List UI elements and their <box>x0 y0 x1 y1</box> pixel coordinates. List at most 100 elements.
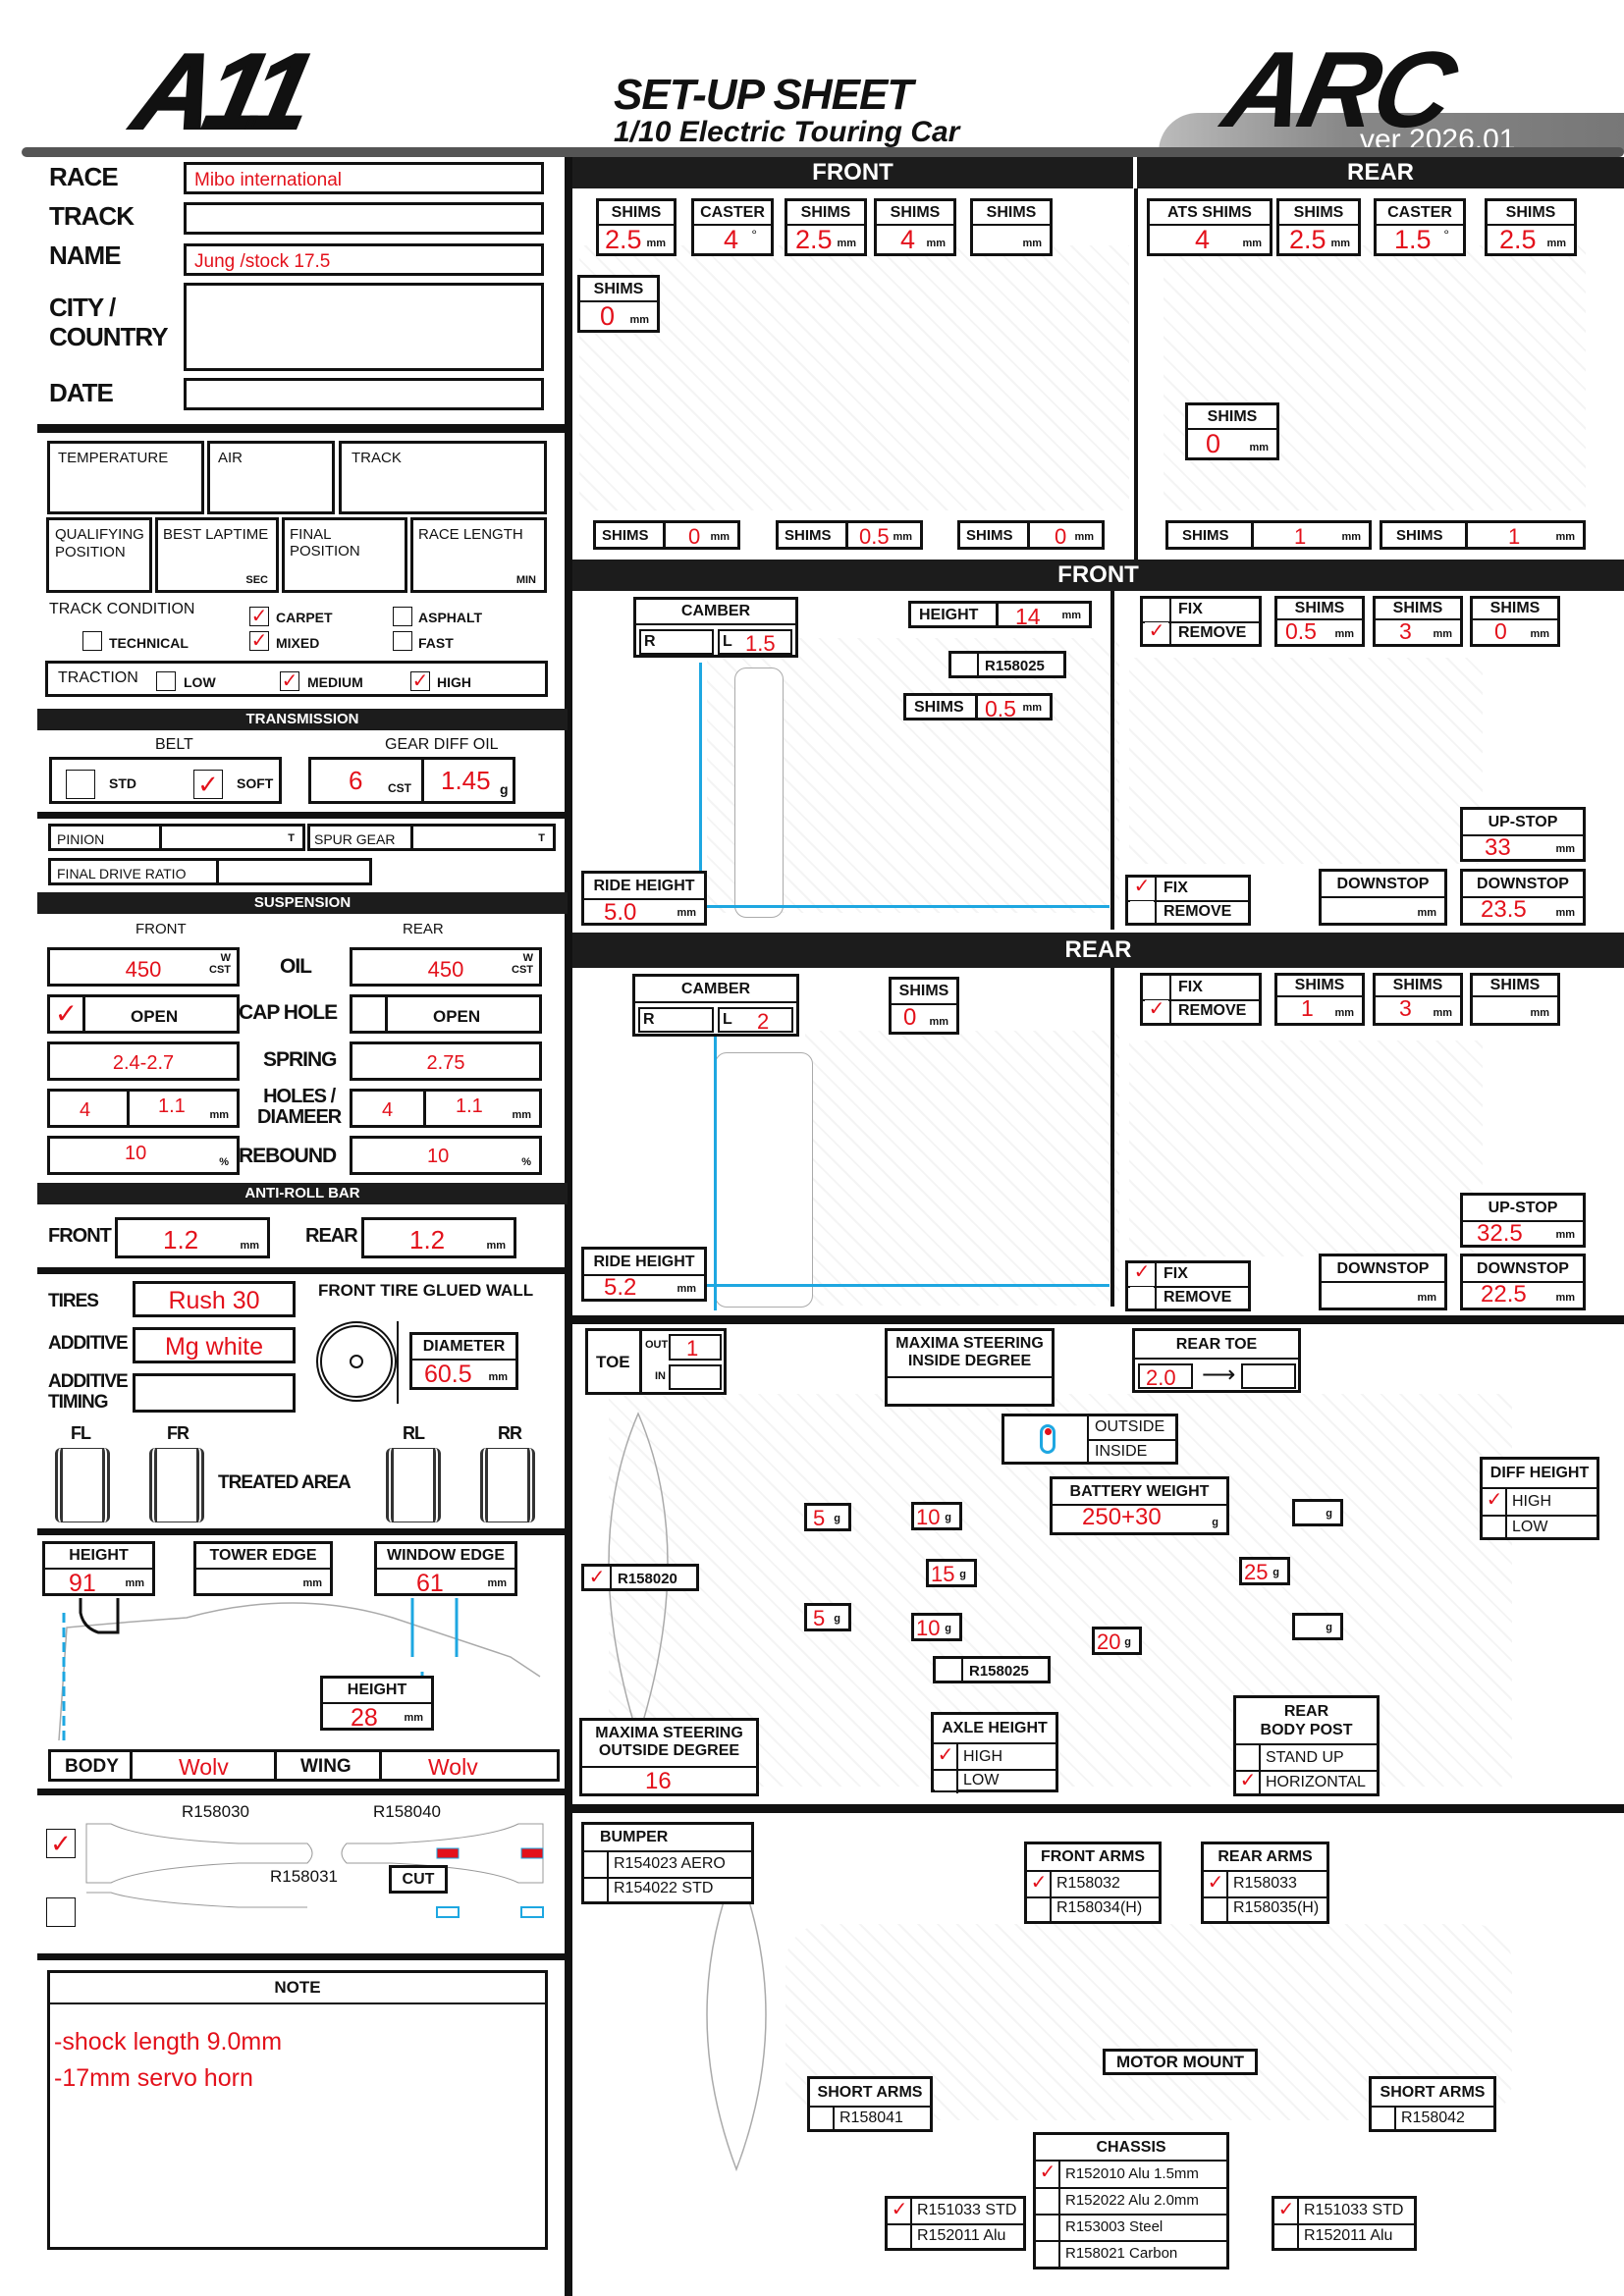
belt-std-checkbox[interactable] <box>66 770 95 799</box>
horizontal-checkbox[interactable]: ✓ <box>1237 1771 1259 1791</box>
temperature-field[interactable]: TEMPERATURE <box>47 441 204 514</box>
rear-bottom-remove-checkbox[interactable] <box>1130 1287 1154 1307</box>
final-position-field[interactable]: FINAL POSITION <box>282 517 407 593</box>
tire-rr-treated-area[interactable] <box>480 1448 535 1522</box>
short-arms-rear-checkbox[interactable] <box>1373 2109 1394 2128</box>
rear-hub-opt2-checkbox[interactable] <box>1275 2226 1297 2246</box>
toe-in-field[interactable] <box>669 1364 722 1390</box>
traction-low-checkbox[interactable] <box>156 671 176 691</box>
additive-timing-field[interactable] <box>133 1373 296 1413</box>
outside-option[interactable]: OUTSIDE <box>1095 1418 1165 1435</box>
traction-medium-checkbox[interactable]: ✓ <box>280 670 299 692</box>
chassis-opt4-checkbox[interactable] <box>1037 2243 1058 2263</box>
final-drive-field[interactable]: FINAL DRIVE RATIO <box>48 858 372 885</box>
front-top-fix-checkbox[interactable] <box>1145 599 1168 618</box>
traction-high-checkbox[interactable]: ✓ <box>410 670 430 692</box>
carpet-checkbox[interactable]: ✓ <box>249 606 269 627</box>
chassis-opt3-checkbox[interactable] <box>1037 2216 1058 2236</box>
rear-top-fix-checkbox[interactable] <box>1145 976 1168 995</box>
rear-top-remove-checkbox[interactable]: ✓ <box>1145 999 1168 1020</box>
air-field[interactable]: AIR <box>207 441 335 514</box>
front-part-r158025[interactable]: R158025 <box>948 651 1066 678</box>
diff-high-checkbox[interactable]: ✓ <box>1484 1490 1505 1511</box>
gear-diff-oil-box[interactable]: 6 CST 1.45 g <box>308 757 515 804</box>
city-field[interactable] <box>184 283 544 371</box>
asphalt-checkbox[interactable] <box>393 607 412 626</box>
rebound-rear-field[interactable]: 10% <box>350 1136 542 1175</box>
track-field[interactable] <box>184 202 544 235</box>
short-arms-front-checkbox[interactable] <box>811 2109 833 2128</box>
tire-fr-treated-area[interactable] <box>149 1448 204 1522</box>
axle-low-checkbox[interactable] <box>935 1771 956 1790</box>
inside-option[interactable]: INSIDE <box>1095 1443 1148 1460</box>
bumper-aero-checkbox[interactable] <box>585 1854 607 1874</box>
weight-box-9[interactable]: g <box>1292 1613 1343 1640</box>
spring-front-field[interactable]: 2.4-2.7 <box>47 1041 240 1081</box>
bumper-std-checkbox[interactable] <box>585 1879 607 1898</box>
front-top-remove-checkbox[interactable]: ✓ <box>1145 621 1168 642</box>
front-hub-opt1-checkbox[interactable]: ✓ <box>889 2200 910 2220</box>
front-arms-opt1-checkbox[interactable]: ✓ <box>1028 1873 1050 1894</box>
pinion-field[interactable]: PINION T <box>48 824 305 851</box>
chassis-opt2-checkbox[interactable] <box>1037 2190 1058 2210</box>
rebound-front-field[interactable]: 10% <box>47 1136 240 1175</box>
front-bottom-fix-checkbox[interactable]: ✓ <box>1130 877 1154 897</box>
fast-checkbox[interactable] <box>393 631 412 651</box>
note-box[interactable]: NOTE -shock length 9.0mm -17mm servo hor… <box>47 1970 548 2250</box>
date-field[interactable] <box>184 378 544 410</box>
tire-rl-treated-area[interactable] <box>386 1448 441 1522</box>
cap-hole-front-checkbox[interactable]: ✓ <box>50 997 85 1031</box>
axle-high-checkbox[interactable]: ✓ <box>935 1745 956 1766</box>
name-field[interactable]: Jung /stock 17.5 <box>184 243 544 276</box>
wing-value[interactable]: Wolv <box>428 1754 478 1780</box>
technical-checkbox[interactable] <box>82 631 102 651</box>
mixed-checkbox[interactable]: ✓ <box>249 630 269 652</box>
race-field[interactable]: Mibo international <box>184 162 544 194</box>
diff-low-checkbox[interactable] <box>1484 1517 1505 1536</box>
